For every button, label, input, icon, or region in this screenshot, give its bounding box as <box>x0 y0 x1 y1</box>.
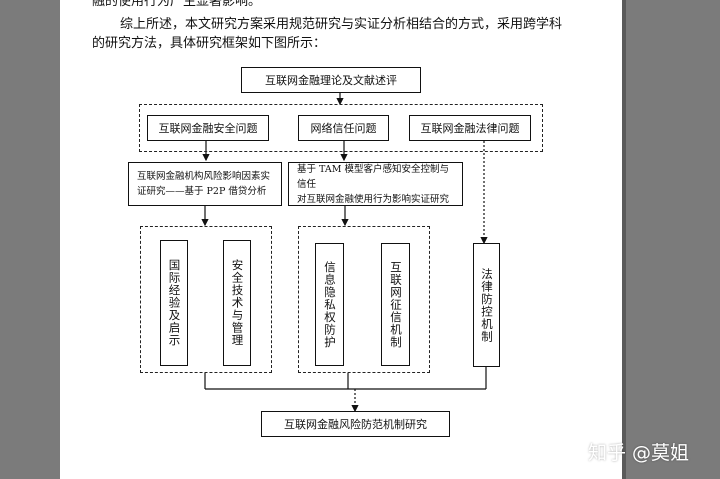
paragraph-line: 综上所述，本文研究方案采用规范研究与实证分析相结合的方式，采用跨学科 <box>120 17 563 32</box>
credit-system-box: 互联网征信机制 <box>381 243 410 366</box>
security-issue-box: 互联网金融安全问题 <box>147 115 269 141</box>
page-shadow <box>622 0 626 479</box>
risk-study-box: 互联网金融机构风险影响因素实 证研究——基于 P2P 借贷分析 <box>128 162 282 206</box>
tam-study-box: 基于 TAM 模型客户感知安全控制与信任 对互联网金融使用行为影响实证研究 <box>288 162 463 206</box>
tam-study-line: 基于 TAM 模型客户感知安全控制与信任 <box>297 163 449 190</box>
intl-experience-box: 国际经验及启示 <box>160 240 188 366</box>
risk-prevention-box: 互联网金融风险防范机制研究 <box>261 411 450 437</box>
privacy-protection-box: 信息隐私权防护 <box>315 243 344 366</box>
zhihu-watermark: 知乎 @莫姐 <box>588 442 690 464</box>
risk-study-line: 证研究——基于 P2P 借贷分析 <box>137 186 267 197</box>
tam-study-line: 对互联网金融使用行为影响实证研究 <box>297 193 450 205</box>
paragraph-line: 融的使用行为产生显著影响。 <box>92 0 262 9</box>
security-tech-box: 安全技术与管理 <box>223 240 251 366</box>
theory-review-box: 互联网金融理论及文献述评 <box>241 67 421 93</box>
legal-control-box: 法律防控机制 <box>473 243 500 367</box>
paragraph-line: 的研究方法，具体研究框架如下图所示： <box>92 36 327 51</box>
risk-study-line: 互联网金融机构风险影响因素实 <box>137 171 271 182</box>
issues-group-frame <box>139 104 543 152</box>
legal-issue-box: 互联网金融法律问题 <box>409 115 531 141</box>
mid-measures-frame <box>298 226 430 373</box>
trust-issue-box: 网络信任问题 <box>298 115 389 141</box>
left-measures-frame <box>140 226 272 373</box>
